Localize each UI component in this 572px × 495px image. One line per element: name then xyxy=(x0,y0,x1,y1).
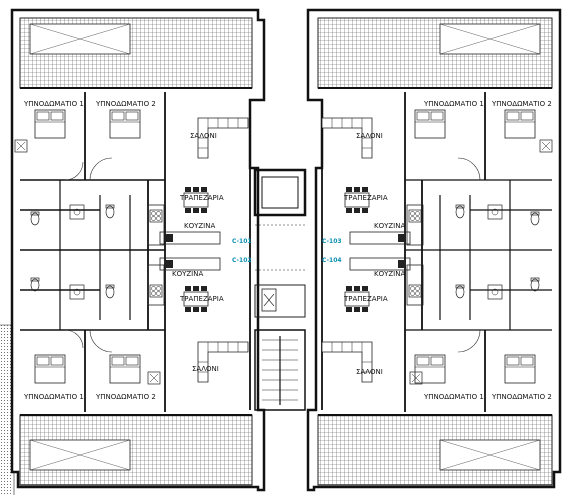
label-bedroom-1-top-left: ΥΠΝΟΔΩΜΑΤΙΟ 1 xyxy=(23,100,84,108)
label-living-top-left: ΣΑΛΟΝΙ xyxy=(190,132,217,140)
unit-tag-c103: C-103 xyxy=(322,238,342,245)
label-living-bottom-left: ΣΑΛΟΝΙ xyxy=(192,365,219,373)
label-bedroom-2-top-right: ΥΠΝΟΔΩΜΑΤΙΟ 2 xyxy=(491,100,552,108)
left-building xyxy=(10,8,266,492)
label-bedroom-1-bottom-left: ΥΠΝΟΔΩΜΑΤΙΟ 1 xyxy=(23,393,84,401)
label-bedroom-2-bottom-left: ΥΠΝΟΔΩΜΑΤΙΟ 2 xyxy=(95,393,156,401)
label-living-bottom-right: ΣΑΛΟΝΙ xyxy=(356,368,383,376)
label-living-top-right: ΣΑΛΟΝΙ xyxy=(356,132,383,140)
label-bedroom-2-top-left: ΥΠΝΟΔΩΜΑΤΙΟ 2 xyxy=(95,100,156,108)
label-dining-bottom-left: ΤΡΑΠΕΖΑΡΙΑ xyxy=(179,295,224,303)
label-kitchen-top-right: ΚΟΥΖΙΝΑ xyxy=(374,222,405,230)
stair-core xyxy=(253,168,307,411)
label-kitchen-bottom-left: ΚΟΥΖΙΝΑ xyxy=(172,270,203,278)
label-dining-top-left: ΤΡΑΠΕΖΑΡΙΑ xyxy=(179,194,224,202)
label-kitchen-top-left: ΚΟΥΖΙΝΑ xyxy=(184,222,215,230)
unit-tag-c101: C-101 xyxy=(232,238,252,245)
label-dining-bottom-right: ΤΡΑΠΕΖΑΡΙΑ xyxy=(343,295,388,303)
label-kitchen-bottom-right: ΚΟΥΖΙΝΑ xyxy=(374,270,405,278)
unit-tag-c104: C-104 xyxy=(322,257,342,264)
label-bedroom-1-top-right: ΥΠΝΟΔΩΜΑΤΙΟ 1 xyxy=(423,100,484,108)
site-dots xyxy=(0,325,12,495)
right-building xyxy=(306,8,562,492)
label-bedroom-2-bottom-right: ΥΠΝΟΔΩΜΑΤΙΟ 2 xyxy=(491,393,552,401)
label-bedroom-1-bottom-right: ΥΠΝΟΔΩΜΑΤΙΟ 1 xyxy=(423,393,484,401)
label-dining-top-right: ΤΡΑΠΕΖΑΡΙΑ xyxy=(343,194,388,202)
unit-tag-c102: C-102 xyxy=(232,257,252,264)
